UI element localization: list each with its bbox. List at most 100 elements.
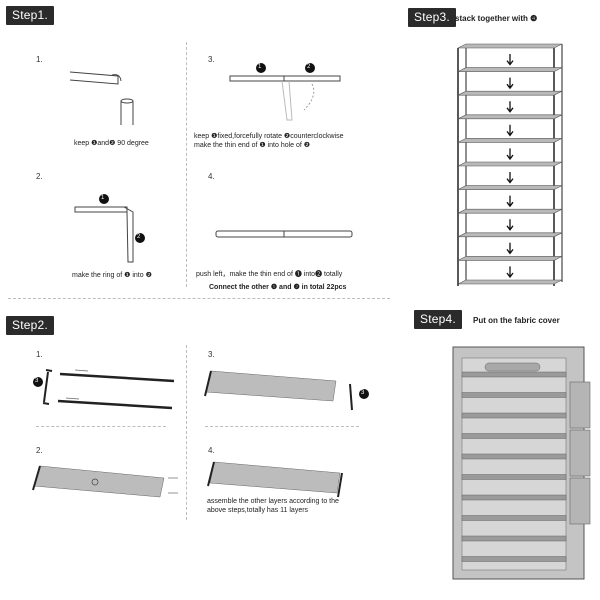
tube-vertical-icon [120, 98, 134, 125]
step2-divider-vertical [186, 345, 187, 520]
step1-sub3-caption-line1: keep ❶fixed,forcefully rotate ❷countercl… [194, 133, 344, 140]
step1-sub4-caption: push left，make the thin end of ❶ into❷ t… [196, 271, 343, 278]
tube-horizontal-icon [69, 71, 122, 85]
marker-three-label: 3 [361, 390, 365, 396]
tube-straight-icon [229, 75, 341, 121]
arrow-left-icon [74, 369, 89, 372]
shelf-layer-icon [457, 43, 563, 49]
marker-two-icon [305, 63, 315, 73]
arrow-down-icon [506, 124, 514, 137]
shelf-layer-icon [457, 161, 563, 167]
bracket-icon [349, 383, 353, 411]
cabinet-shelf-icon [461, 556, 567, 562]
marker-two-icon [135, 233, 145, 243]
step2-badge: Step2. [6, 316, 54, 335]
arrow-down-icon [506, 148, 514, 161]
side-pocket-icon [569, 477, 591, 525]
step2-sub3-number: 3. [208, 350, 215, 359]
step1-connect-note: Connect the other ❶ and ❷ in total 22pcs [209, 284, 347, 291]
cabinet-shelf-icon [461, 535, 567, 542]
arrow-down-icon [506, 242, 514, 255]
marker-one-icon [99, 194, 109, 204]
cabinet-shelf-icon [461, 433, 567, 439]
step2-sub4-caption-line1: assemble the other layers according to t… [207, 498, 339, 505]
step4-badge: Step4. [414, 310, 462, 329]
cabinet-shelf-icon [461, 494, 567, 501]
side-pocket-icon [569, 429, 591, 477]
bracket-icon [204, 370, 212, 397]
step1-sub3-caption-line2: make the thin end of ❶ into hole of ❷ [194, 142, 311, 149]
marker-three-icon [33, 377, 43, 387]
shelf-layer-icon [457, 114, 563, 120]
fabric-cabinet-icon [452, 346, 591, 580]
shelf-layer-icon [457, 67, 563, 72]
arrow-down-icon [506, 266, 514, 279]
shelf-layer-icon [457, 90, 563, 96]
marker-three-icon [359, 389, 369, 399]
tube-l-joint-icon [74, 206, 134, 263]
step1-sub1-caption: keep ❶and❷ 90 degree [74, 140, 149, 147]
shelf-layer-icon [457, 256, 563, 261]
bracket-icon [32, 465, 41, 491]
shelf-layer-icon [457, 208, 563, 214]
arrow-left-icon [65, 397, 80, 400]
step1-sub3-number: 3. [208, 55, 215, 64]
step2-divider-right [205, 426, 359, 427]
shelf-layer-icon [457, 232, 563, 238]
marker-three-icon [91, 478, 99, 486]
shelf-layer-icon [457, 279, 563, 285]
step2-sub4-number: 4. [208, 446, 215, 455]
marker-two-label: 2 [307, 64, 311, 70]
step1-sub2-caption: make the ring of ❶ into ❷ [72, 272, 152, 279]
rack-stacked-icon [457, 43, 563, 286]
arrow-down-icon [506, 172, 514, 184]
zipper-roll-icon [484, 362, 541, 372]
step1-badge: Step1. [6, 6, 54, 25]
step3-badge: Step3. [408, 8, 456, 27]
rod-bottom-icon [57, 399, 173, 410]
cabinet-shelf-icon [461, 371, 567, 378]
marker-one-label: 1 [101, 195, 105, 201]
cabinet-shelf-icon [461, 453, 567, 460]
step1-sub2-number: 2. [36, 172, 43, 181]
cabinet-shelf-icon [461, 515, 567, 521]
arrow-down-icon [506, 101, 514, 113]
cabinet-shelf-icon [461, 474, 567, 480]
marker-one-icon [256, 63, 266, 73]
bracket-icon [207, 461, 215, 487]
cabinet-shelf-icon [461, 392, 567, 398]
step1-sub1-number: 1. [36, 55, 43, 64]
bracket-icon [337, 472, 343, 498]
step2-divider-left [36, 426, 166, 427]
marker-two-label: 2 [137, 234, 141, 240]
cabinet-shelf-icon [461, 412, 567, 419]
arrow-down-icon [506, 219, 514, 231]
step4-caption: Put on the fabric cover [473, 316, 560, 325]
marker-three-label: 3 [35, 378, 39, 384]
step2-sub2-number: 2. [36, 446, 43, 455]
rod-top-icon [59, 372, 175, 383]
step3-caption: stack together with ❹ [455, 14, 538, 23]
bracket-icon [43, 371, 49, 403]
step1-sub4-number: 4. [208, 172, 215, 181]
shelf-layer-icon [457, 185, 563, 190]
arrow-down-icon [506, 77, 514, 90]
arrow-down-icon [506, 54, 514, 66]
step2-sub1-number: 1. [36, 350, 43, 359]
side-pocket-icon [569, 381, 591, 429]
arrow-down-icon [506, 195, 514, 208]
step2-sub4-caption-line2: above steps,totally has 11 layers [207, 507, 309, 514]
step1-divider-vertical [186, 42, 187, 287]
marker-one-label: 1 [258, 64, 262, 70]
shelf-layer-icon [457, 138, 563, 143]
